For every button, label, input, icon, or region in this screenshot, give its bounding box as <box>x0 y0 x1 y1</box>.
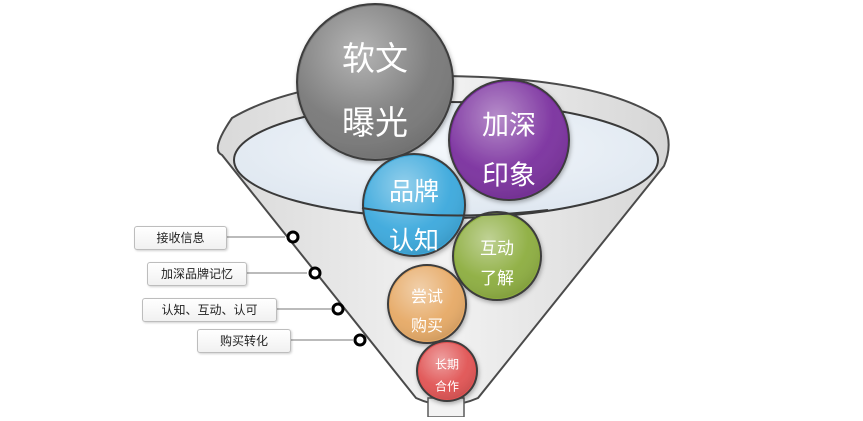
bubble-exposure-line2: 曝光 <box>342 103 408 142</box>
bubble-brand-line2: 认知 <box>389 226 439 255</box>
bubble-interact-line1: 互动 <box>480 239 514 259</box>
bubble-longterm-line2: 合作 <box>435 378 459 393</box>
bubble-trial-line1: 尝试 <box>411 287 443 306</box>
stage-label-cognition: 认知、互动、认可 <box>142 298 277 322</box>
stage-label-conversion: 购买转化 <box>197 329 291 353</box>
bubble-gloss-deepen <box>451 82 567 198</box>
bubble-gloss-exposure <box>299 6 451 158</box>
bubble-gloss-brand <box>365 156 463 254</box>
bubble-brand-line1: 品牌 <box>389 177 439 206</box>
stage-dot-receive <box>286 230 300 244</box>
bubble-longterm-line1: 长期 <box>435 357 459 371</box>
bubble-gloss-interact <box>455 214 539 298</box>
bubble-interact-line2: 了解 <box>480 269 514 289</box>
stage-connectors <box>226 230 367 347</box>
stage-label-memory: 加深品牌记忆 <box>147 262 247 286</box>
bubble-deepen-line1: 加深 <box>482 111 536 142</box>
stage-dot-conversion <box>353 333 367 347</box>
bubble-exposure-line1: 软文 <box>342 39 408 78</box>
bubble-trial-line2: 购买 <box>411 316 443 335</box>
stage-dot-cognition <box>331 302 345 316</box>
bubble-group: 软文曝光加深印象品牌认知互动了解尝试购买长期合作 <box>296 3 570 402</box>
bubble-gloss-trial <box>390 267 464 341</box>
bubble-gloss-longterm <box>419 343 475 399</box>
stage-dot-memory <box>308 266 322 280</box>
bubble-deepen-line2: 印象 <box>482 161 536 192</box>
funnel-rim-front <box>361 207 549 217</box>
stage-label-receive: 接收信息 <box>134 226 227 250</box>
